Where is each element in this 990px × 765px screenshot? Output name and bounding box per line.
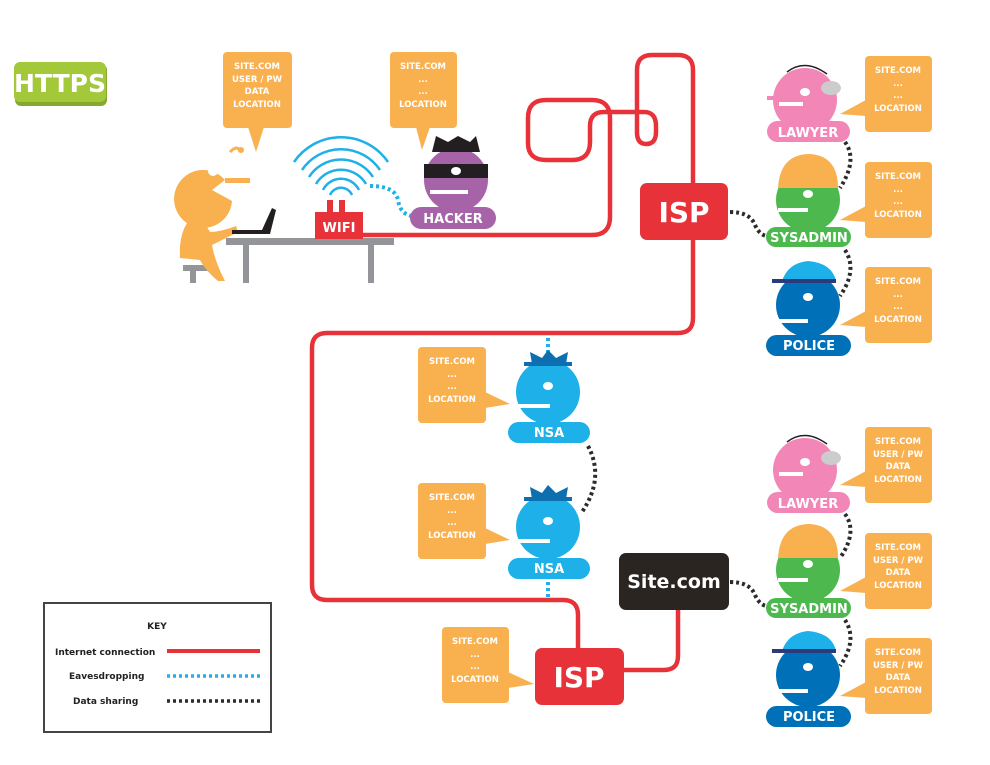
bubble-police-bottom: SITE.COM USER / PW DATA LOCATION: [840, 638, 932, 714]
bubble-text: LOCATION: [428, 531, 476, 541]
key-sharing-label: Data sharing: [73, 697, 138, 707]
bubble-text: LOCATION: [874, 315, 922, 325]
bubble-hacker: SITE.COM... ... LOCATION: [390, 52, 457, 150]
bubble-text: LOCATION: [874, 686, 922, 696]
bubble-user: SITE.COM USER / PW DATA LOCATION: [223, 52, 292, 152]
site-label: Site.com: [627, 571, 721, 593]
bubble-text: ...: [893, 79, 903, 89]
bubble-text: SITE.COM: [400, 62, 446, 72]
bubble-text: LOCATION: [874, 581, 922, 591]
bubble-text: LOCATION: [233, 100, 281, 110]
bubble-text: ...: [447, 382, 457, 392]
sysadmin-figure-top: SYSADMIN: [766, 154, 851, 247]
wifi-signal-icon: [292, 136, 390, 196]
nsa-figure-2: NSA: [508, 485, 590, 579]
hacker-label: HACKER: [423, 212, 482, 227]
bubble-text: ...: [893, 290, 903, 300]
bubble-text: ...: [470, 662, 480, 672]
bubble-text: LOCATION: [399, 100, 447, 110]
bubble-text: SITE.COM: [875, 277, 921, 287]
bubble-text: LOCATION: [428, 395, 476, 405]
bubble-text: SITE.COM: [875, 437, 921, 447]
bubble-text: SITE.COM: [429, 493, 475, 503]
nsa-label: NSA: [534, 426, 564, 441]
site-node: Site.com: [619, 553, 729, 610]
lawyer-figure-bottom: LAWYER: [767, 434, 850, 513]
internet-line-wifi-isp: [360, 52, 696, 238]
bubble-text: ...: [893, 302, 903, 312]
bubble-text: DATA: [886, 462, 911, 472]
bubble-text: LOCATION: [451, 675, 499, 685]
nsa-label: NSA: [534, 562, 564, 577]
bubble-text: SITE.COM: [875, 648, 921, 658]
bubble-text: USER / PW: [873, 450, 924, 460]
bubble-text: DATA: [886, 568, 911, 578]
police-figure-bottom: POLICE: [766, 631, 851, 727]
bubble-text: SITE.COM: [452, 637, 498, 647]
internet-connections: [309, 52, 696, 673]
bubble-text: SITE.COM: [234, 62, 280, 72]
bubble-sysadmin-top: SITE.COM... ... LOCATION: [840, 162, 932, 238]
key-legend: KEY Internet connection Eavesdropping Da…: [43, 602, 272, 733]
https-label: HTTPS: [14, 69, 106, 98]
wifi-router: WIFI: [315, 200, 363, 239]
bubble-text: ...: [470, 650, 480, 660]
hacker-figure: HACKER: [410, 136, 496, 229]
bubble-text: USER / PW: [232, 75, 283, 85]
bubble-text: ...: [418, 75, 428, 85]
lawyer-figure-top: LAWYER: [767, 64, 850, 142]
key-title: KEY: [147, 622, 167, 632]
key-internet-label: Internet connection: [55, 648, 155, 658]
bubble-text: LOCATION: [874, 210, 922, 220]
bubble-nsa-1: SITE.COM... ... LOCATION: [418, 347, 510, 423]
bubble-text: LOCATION: [874, 104, 922, 114]
https-badge: HTTPS: [14, 62, 107, 106]
bubble-text: SITE.COM: [875, 172, 921, 182]
bubble-isp-bottom: SITE.COM... ... LOCATION: [442, 627, 534, 703]
sysadmin-label: SYSADMIN: [770, 231, 848, 246]
bubble-text: ...: [893, 185, 903, 195]
bubble-text: SITE.COM: [875, 543, 921, 553]
data-sharing-lines: [580, 140, 853, 668]
lawyer-label: LAWYER: [778, 126, 838, 141]
bubble-text: ...: [447, 370, 457, 380]
bubble-text: SITE.COM: [875, 66, 921, 76]
bubble-text: ...: [418, 87, 428, 97]
bubble-text: ...: [893, 197, 903, 207]
bubble-police-top: SITE.COM... ... LOCATION: [840, 267, 932, 343]
sysadmin-figure-bottom: SYSADMIN: [766, 524, 851, 618]
police-label: POLICE: [783, 710, 835, 725]
wifi-label: WIFI: [323, 221, 356, 236]
desk: [183, 238, 394, 283]
bubble-text: SITE.COM: [429, 357, 475, 367]
lawyer-label: LAWYER: [778, 497, 838, 512]
isp-label: ISP: [553, 661, 604, 694]
bubble-lawyer-bottom: SITE.COM USER / PW DATA LOCATION: [840, 427, 932, 503]
bubble-text: USER / PW: [873, 661, 924, 671]
nsa-figure-1: NSA: [508, 350, 590, 443]
bubble-text: ...: [447, 518, 457, 528]
isp-node-bottom: ISP: [535, 648, 624, 705]
bubble-text: LOCATION: [874, 475, 922, 485]
key-eavesdrop-label: Eavesdropping: [69, 672, 144, 682]
bubble-text: DATA: [245, 87, 270, 97]
bubble-sysadmin-bottom: SITE.COM USER / PW DATA LOCATION: [840, 533, 932, 609]
isp-label: ISP: [658, 196, 709, 229]
police-figure-top: POLICE: [766, 261, 851, 356]
bubble-text: USER / PW: [873, 556, 924, 566]
isp-node-top: ISP: [640, 183, 728, 240]
bubble-text: ...: [893, 91, 903, 101]
police-label: POLICE: [783, 339, 835, 354]
internet-line-isp-isp: [309, 240, 696, 648]
internet-line-isp-site: [624, 610, 681, 673]
bubble-lawyer-top: SITE.COM... ... LOCATION: [840, 56, 932, 132]
bubble-text: ...: [447, 506, 457, 516]
sysadmin-label: SYSADMIN: [770, 602, 848, 617]
user-figure: [174, 146, 276, 281]
bubble-text: DATA: [886, 673, 911, 683]
bubble-nsa-2: SITE.COM... ... LOCATION: [418, 483, 510, 559]
